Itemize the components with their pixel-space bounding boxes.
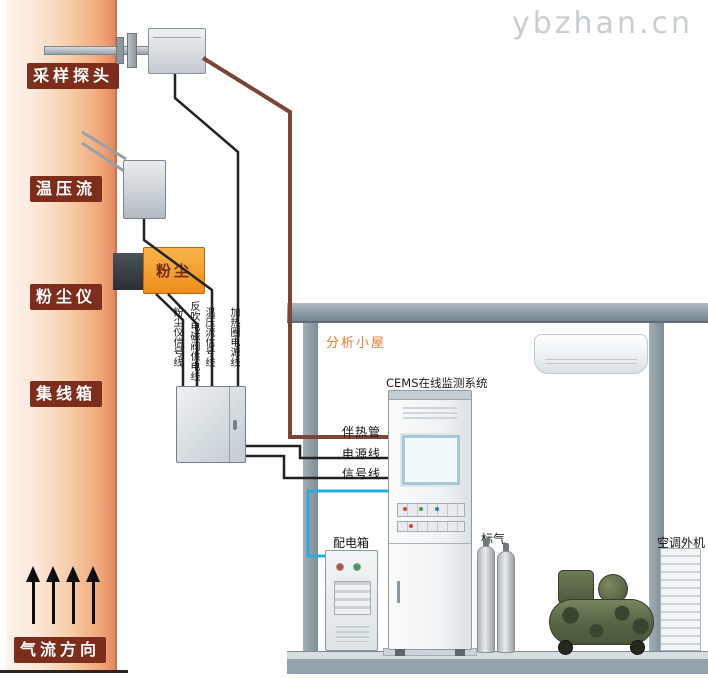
distribution-box-vent [336,626,369,642]
watermark-text: ybzhan.cn [512,6,693,41]
temp-pressure-flow-unit [123,160,166,219]
cylinder-valve [483,538,489,547]
panel-seam [153,37,201,38]
ac-outdoor-label: 空调外机 [657,536,706,550]
blowback-power-cable-label: 反吹电磁阀供电线 [188,301,199,381]
dust-meter-unit: 粉尘 [143,247,205,294]
heat-trace-label: 伴热管 [342,425,382,439]
arrow-head [46,566,60,582]
junction-box-door-seam [229,387,230,462]
ac-vent-slats [545,359,637,367]
gas-cylinder [477,546,495,653]
arrow-stem [71,582,75,624]
junction-box-handle [233,420,237,430]
analysis-shed-title: 分析小屋 [326,336,387,351]
probe-flange [127,33,137,68]
breaker-panel [334,581,371,615]
cabinet-top-panel [389,391,471,400]
cabinet-vent [403,407,457,421]
distribution-box [325,550,378,651]
ground-line [0,670,128,673]
junction-box [176,386,246,463]
cabinet-door-seam [389,543,471,544]
probe-flange [116,37,124,64]
cylinder-valve [503,543,509,552]
compressor-wheel [630,640,645,655]
green-indicator-light [353,563,361,571]
indicator-light [435,507,439,511]
indicator-light [409,524,413,528]
cabinet-door-handle [397,581,400,603]
arrow-head [66,566,80,582]
ac-outdoor-unit [660,548,701,651]
compressor-wheel [558,640,573,655]
indicator-light [419,507,423,511]
up-arrow-icon [86,566,100,626]
indicator-light [403,507,407,511]
red-indicator-light [336,563,344,571]
dust-meter-mount [113,253,143,290]
heater-power-cable-label: 加热圈电源线 [228,307,239,367]
cems-system-title: CEMS在线监测系统 [386,376,488,390]
arrow-stem [31,582,35,624]
sampling-probe-label: 采样探头 [27,63,120,89]
compressor-tank [549,599,654,645]
dust-signal-cable-label: 粉尘仪信号线 [171,307,182,367]
up-arrow-icon [46,566,60,626]
signal-line-label: 信号线 [342,467,382,481]
chimney-stack [6,0,117,671]
shed-left-column [303,323,318,653]
up-arrow-icon [66,566,80,626]
cabinet-module-row [397,521,465,532]
ac-indoor-unit [534,334,648,374]
arrow-stem [91,582,95,624]
dust-meter-label: 粉尘仪 [30,284,103,310]
arrow-head [86,566,100,582]
arrow-head [26,566,40,582]
cabinet-screen [402,435,460,485]
distribution-box-label: 配电箱 [333,536,370,550]
cems-cabinet [388,390,472,656]
cabinet-module-row [397,503,465,517]
airflow-direction-label: 气流方向 [14,637,107,663]
gas-cylinder [497,551,515,653]
tpf-signal-cable-label: 温压流信号线 [203,307,214,367]
shed-roof [287,303,708,323]
cabinet-foot [395,649,405,656]
power-line-label: 电源线 [342,447,382,461]
arrow-stem [51,582,55,624]
temp-pressure-flow-label: 温压流 [30,176,103,202]
cabinet-foot [455,649,465,656]
junction-box-label: 集线箱 [30,381,103,407]
up-arrow-icon [26,566,40,626]
sampling-probe-unit [148,28,206,74]
shed-floor [287,651,708,674]
heat-trace-wire [201,56,390,439]
